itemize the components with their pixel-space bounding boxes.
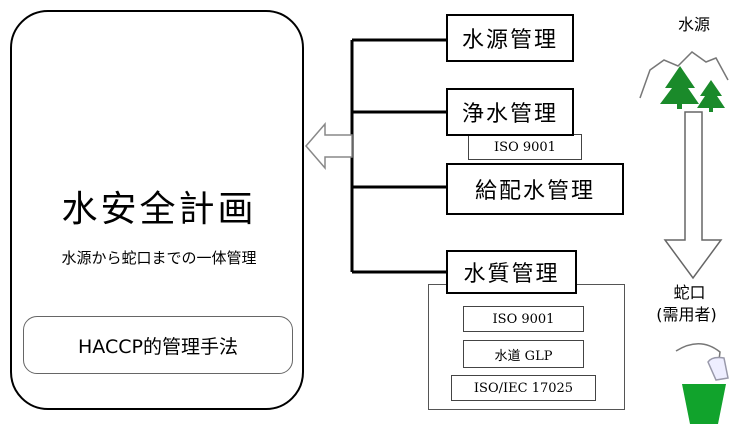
quality-cert-badge: ISO/IEC 17025 xyxy=(451,375,596,401)
consumer-label: (需用者) xyxy=(656,305,717,324)
purification-management-box: 浄水管理 xyxy=(446,88,574,136)
quality-cert-label: ISO/IEC 17025 xyxy=(473,380,574,396)
purification-cert-badge: ISO 9001 xyxy=(468,134,582,160)
faucet-icon xyxy=(675,343,729,381)
tree-icon xyxy=(660,66,725,112)
quality-cert-label: 水道 GLP xyxy=(494,348,553,364)
quality-cert-label: ISO 9001 xyxy=(492,311,555,327)
haccp-method-label: HACCP的管理手法 xyxy=(78,335,238,358)
quality-cert-badge: 水道 GLP xyxy=(463,340,584,368)
source-management-box: 水源管理 xyxy=(446,14,574,62)
source-label: 水源 xyxy=(677,15,710,34)
arrow-down-icon xyxy=(663,111,723,280)
quality-cert-badge: ISO 9001 xyxy=(463,306,584,332)
plan-subtitle: 水源から蛇口までの一体管理 xyxy=(61,249,257,267)
purification-cert-label: ISO 9001 xyxy=(494,139,556,155)
water-safety-plan-panel: 水安全計画 水源から蛇口までの一体管理 HACCP的管理手法 xyxy=(10,10,304,410)
quality-management-label: 水質管理 xyxy=(463,262,560,287)
distribution-management-label: 給配水管理 xyxy=(474,179,595,204)
tap-label: 蛇口 xyxy=(673,283,706,302)
connector-lines xyxy=(350,38,446,274)
quality-management-box: 水質管理 xyxy=(446,250,577,294)
source-management-label: 水源管理 xyxy=(461,28,558,53)
purification-management-label: 浄水管理 xyxy=(461,102,558,127)
plan-title: 水安全計画 xyxy=(61,189,257,230)
mountain-icon xyxy=(639,51,729,99)
cup-icon xyxy=(682,384,726,424)
arrow-left-icon xyxy=(305,121,353,171)
haccp-method-box: HACCP的管理手法 xyxy=(23,316,293,374)
distribution-management-box: 給配水管理 xyxy=(446,163,624,215)
